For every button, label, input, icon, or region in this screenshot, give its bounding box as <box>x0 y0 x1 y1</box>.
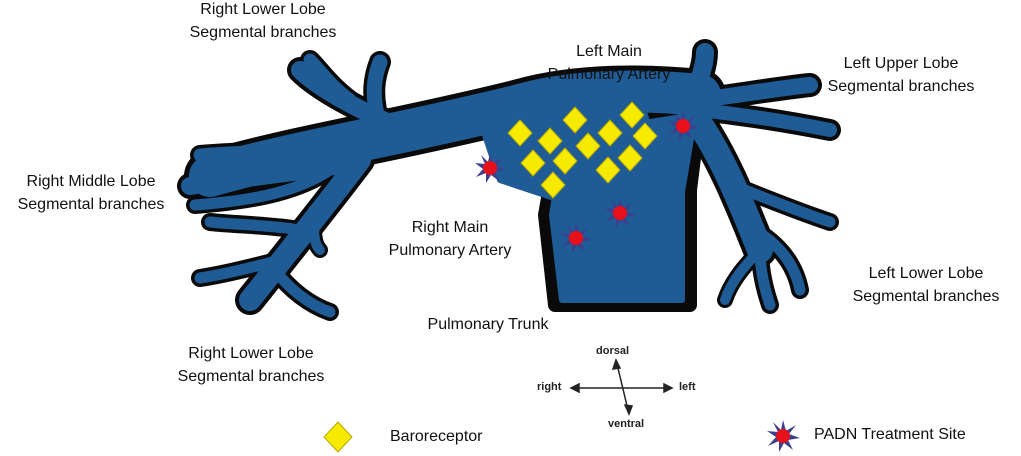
baroreceptor-diamond <box>552 147 578 175</box>
baroreceptor-diamond <box>619 101 645 129</box>
legend-baroreceptor: Baroreceptor <box>390 428 483 445</box>
compass-ventral: ventral <box>608 418 645 430</box>
baroreceptor-diamond <box>520 149 546 177</box>
baroreceptor-diamond <box>597 119 623 147</box>
star-burst-icon <box>668 111 699 141</box>
baroreceptor-diamond <box>562 106 588 134</box>
baroreceptor-cluster <box>507 101 658 199</box>
label-left-lower-lobe: Left Lower Lobe Segmental branches <box>852 265 1000 305</box>
label-right-lower-lobe-top: Right Lower Lobe Segmental branches <box>189 1 337 41</box>
compass-dorsal: dorsal <box>596 345 630 357</box>
baroreceptor-diamond <box>540 171 566 199</box>
label-left-upper-lobe: Left Upper Lobe Segmental branches <box>827 55 975 95</box>
padn-sites <box>475 111 699 253</box>
label-left-main-pulmonary-artery: Left Main Pulmonary Artery <box>547 43 671 83</box>
legend-padn-treatment-site: PADN Treatment Site <box>814 426 966 443</box>
baroreceptor-diamond <box>507 119 533 147</box>
star-burst-icon <box>475 153 506 183</box>
compass-left: left <box>679 381 696 393</box>
star-burst-icon <box>561 223 592 253</box>
label-pulmonary-trunk: Pulmonary Trunk <box>427 316 549 333</box>
star-burst-icon <box>767 420 800 452</box>
label-right-main-pulmonary-artery: Right Main Pulmonary Artery <box>388 219 512 259</box>
label-right-middle-lobe: Right Middle Lobe Segmental branches <box>17 173 165 213</box>
label-right-lower-lobe-bottom: Right Lower Lobe Segmental branches <box>177 345 325 385</box>
baroreceptor-diamond <box>595 156 621 184</box>
star-burst-icon <box>605 198 636 228</box>
baroreceptor-diamond <box>632 122 658 150</box>
baroreceptor-diamond <box>537 127 563 155</box>
compass-right: right <box>537 381 562 393</box>
diamond-icon <box>323 421 353 453</box>
baroreceptor-diamond <box>617 144 643 172</box>
baroreceptor-diamond <box>575 132 601 160</box>
orientation-compass <box>569 358 674 416</box>
